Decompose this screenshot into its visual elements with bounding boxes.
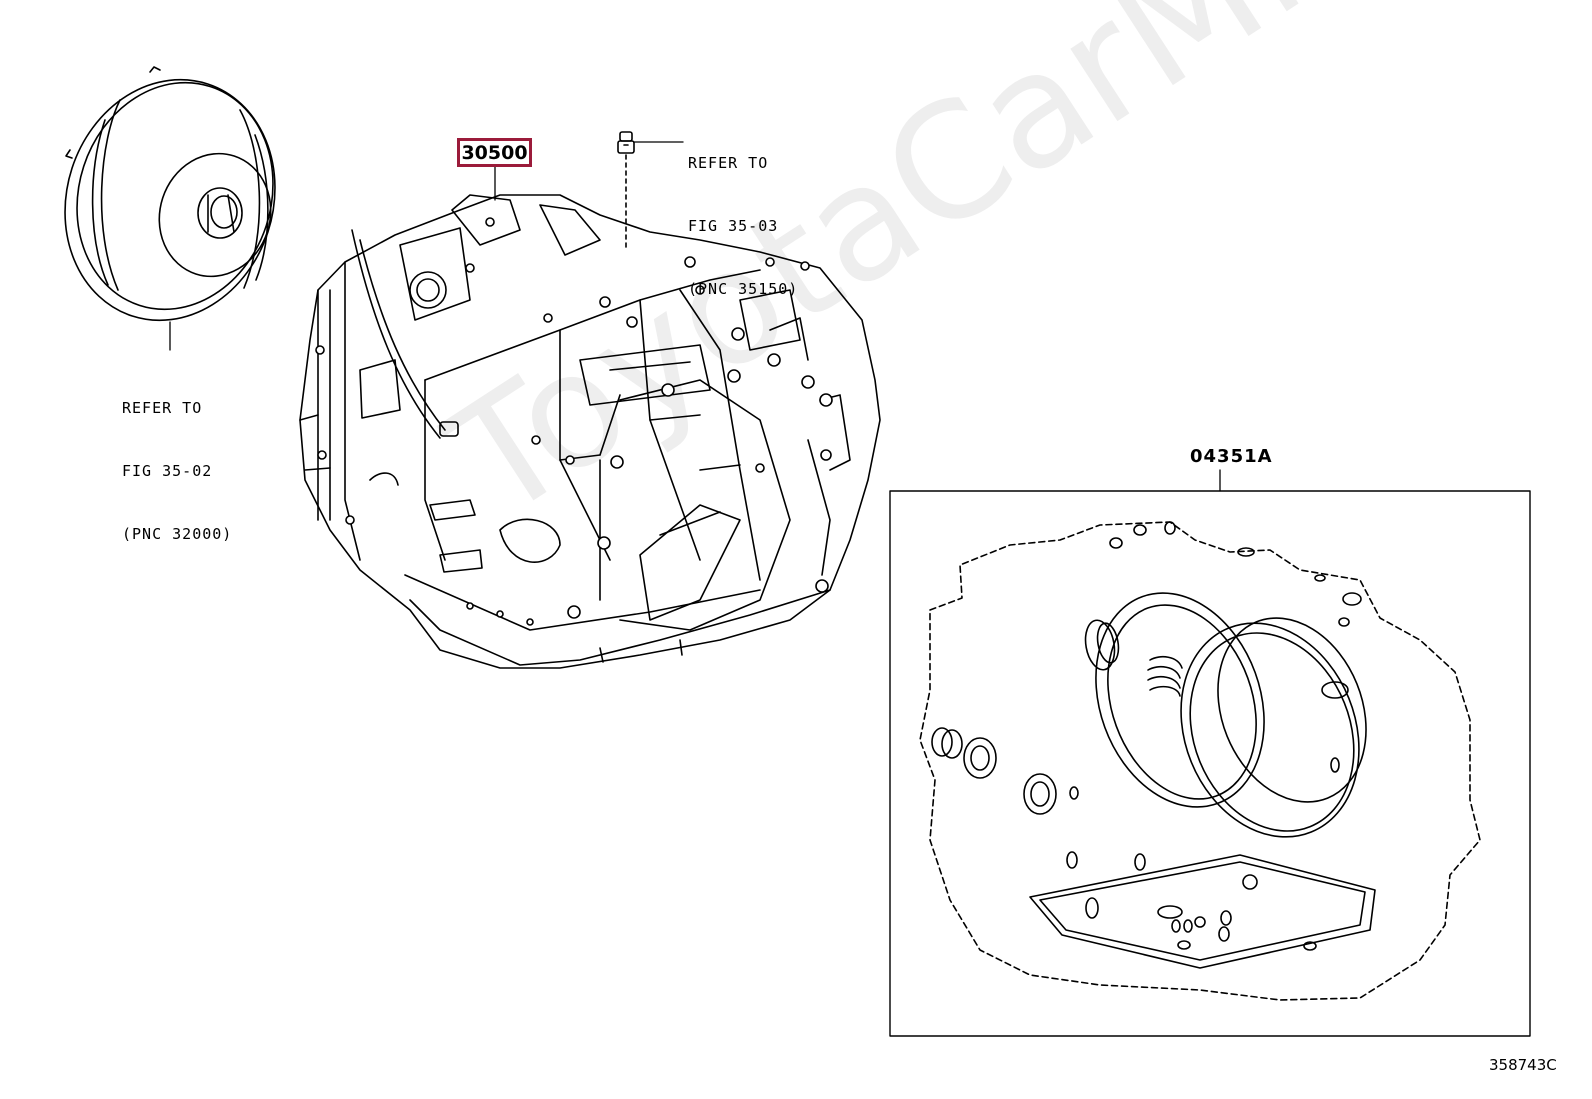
reference-line-2: FIG 35-02 bbox=[122, 462, 213, 480]
transaxle-bolts bbox=[315, 217, 833, 626]
reference-line-2: FIG 35-03 bbox=[688, 217, 779, 235]
drain-plug-reference: REFER TO FIG 35-03 (PNC 35150) bbox=[688, 111, 798, 321]
overhaul-kit-box bbox=[889, 490, 1531, 1037]
reference-line-3: (PNC 32000) bbox=[122, 525, 233, 543]
torque-converter-drawing bbox=[64, 66, 276, 351]
part-number-transaxle[interactable]: 30500 bbox=[457, 138, 532, 167]
figure-id: 358743C bbox=[1489, 1056, 1557, 1074]
reference-line-1: REFER TO bbox=[122, 399, 203, 417]
overhaul-kit-drawing bbox=[919, 521, 1481, 1001]
part-number-overhaul-kit[interactable]: 04351A bbox=[1190, 446, 1273, 467]
torque-converter-reference: REFER TO FIG 35-02 (PNC 32000) bbox=[122, 356, 232, 566]
reference-line-3: (PNC 35150) bbox=[688, 280, 799, 298]
reference-line-1: REFER TO bbox=[688, 154, 769, 172]
drain-plug-drawing bbox=[617, 131, 684, 251]
